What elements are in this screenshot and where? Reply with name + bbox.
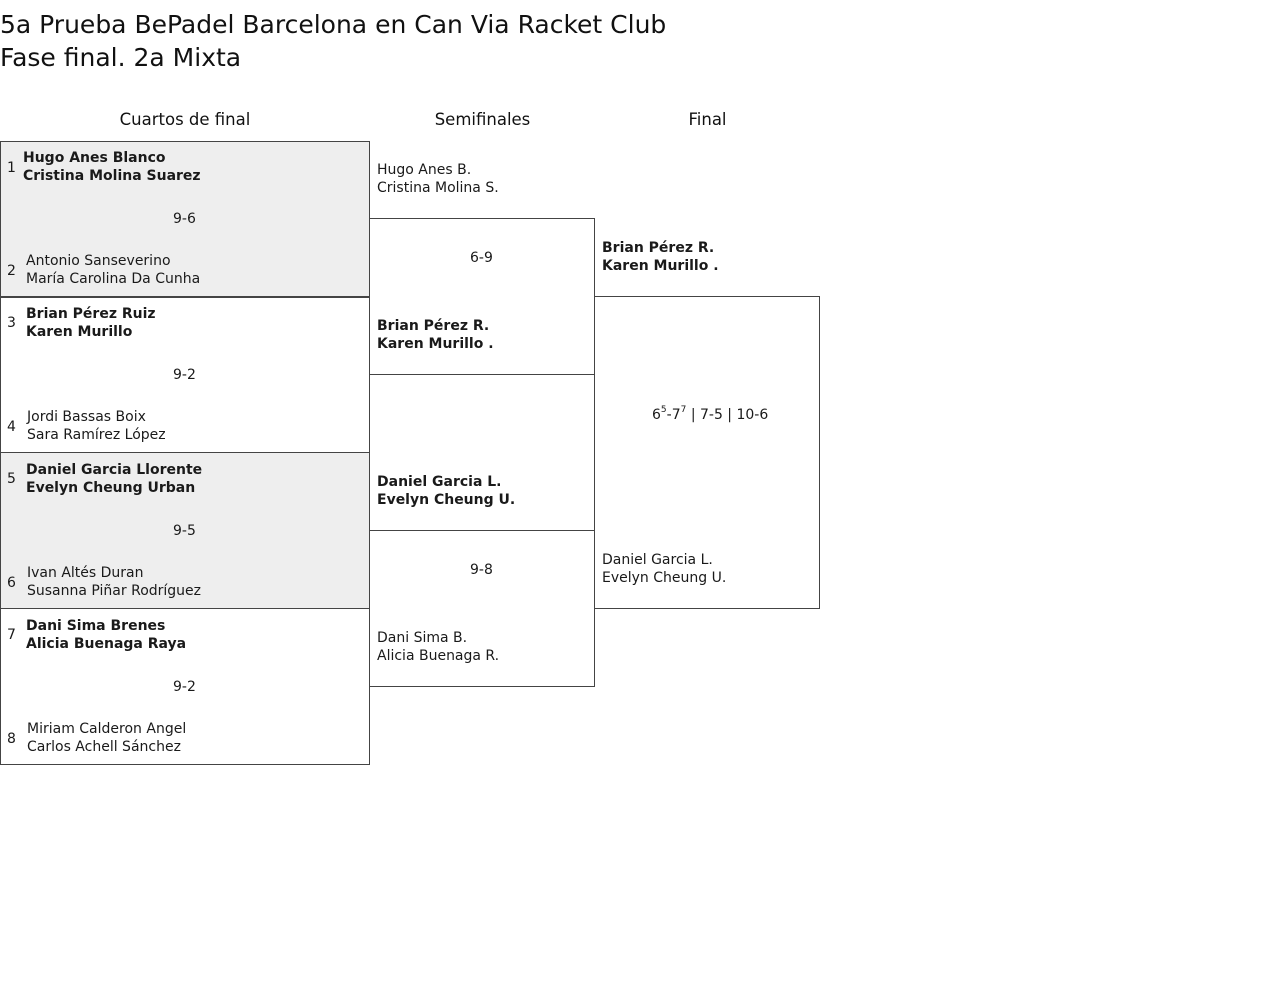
seed-number: 4 (7, 419, 16, 435)
team-entry-winner: Hugo Anes Blanco Cristina Molina Suarez (23, 149, 201, 185)
team-entry: Antonio Sanseverino María Carolina Da Cu… (26, 252, 200, 288)
team-entry-winner: Dani Sima Brenes Alicia Buenaga Raya (26, 617, 186, 653)
quarterfinal-match: 5 Daniel Garcia Llorente Evelyn Cheung U… (0, 452, 370, 609)
player-name: Antonio Sanseverino (26, 253, 171, 269)
player-name: Susanna Piñar Rodríguez (27, 583, 202, 599)
match-score: 9-8 (470, 562, 493, 578)
seed-number: 5 (7, 471, 16, 487)
match-score: 9-6 (173, 211, 196, 227)
tiebreak-score: 5 (660, 405, 667, 416)
team-entry-winner: Brian Pérez R. Karen Murillo . (377, 317, 494, 353)
player-name: Dani Sima Brenes (26, 618, 166, 634)
seed-number: 8 (7, 731, 16, 747)
player-name: Hugo Anes Blanco (23, 150, 166, 166)
seed-number: 3 (7, 315, 16, 331)
match-score: 6-9 (470, 250, 493, 266)
player-name: Miriam Calderon Angel (27, 721, 187, 737)
player-name: María Carolina Da Cunha (26, 271, 201, 287)
team-entry: Ivan Altés Duran Susanna Piñar Rodríguez (27, 564, 201, 600)
seed-number: 6 (7, 575, 16, 591)
team-entry-winner: Brian Pérez Ruiz Karen Murillo (26, 305, 156, 341)
team-entry: Dani Sima B. Alicia Buenaga R. (377, 629, 499, 665)
player-name: Dani Sima B. (377, 630, 468, 646)
team-entry-winner: Daniel Garcia Llorente Evelyn Cheung Urb… (26, 461, 202, 497)
player-name: Brian Pérez R. (602, 240, 715, 256)
quarterfinal-match: 1 Hugo Anes Blanco Cristina Molina Suare… (0, 141, 370, 298)
player-name: Karen Murillo . (377, 336, 494, 352)
column-header-quarterfinals: Cuartos de final (119, 110, 251, 129)
player-name: Alicia Buenaga R. (377, 648, 500, 664)
seed-number: 2 (7, 263, 16, 279)
set-score: 7 (671, 407, 681, 423)
player-name: Karen Murillo . (602, 258, 719, 274)
player-name: Carlos Achell Sánchez (27, 739, 181, 755)
team-entry: Miriam Calderon Angel Carlos Achell Sánc… (27, 720, 186, 756)
team-entry: Jordi Bassas Boix Sara Ramírez López (27, 408, 166, 444)
player-name: Daniel Garcia L. (377, 474, 502, 490)
player-name: Evelyn Cheung U. (602, 570, 727, 586)
team-entry-winner: Daniel Garcia L. Evelyn Cheung U. (377, 473, 515, 509)
player-name: Jordi Bassas Boix (27, 409, 146, 425)
team-entry-winner: Brian Pérez R. Karen Murillo . (602, 239, 719, 275)
final-score: 65-77 | 7-5 | 10-6 (652, 406, 768, 424)
team-entry: Daniel Garcia L. Evelyn Cheung U. (602, 551, 726, 587)
player-name: Brian Pérez Ruiz (26, 306, 156, 322)
phase-subtitle: Fase final. 2a Mixta (0, 43, 242, 72)
seed-number: 1 (7, 160, 16, 176)
player-name: Cristina Molina S. (377, 180, 499, 196)
column-header-final: Final (688, 110, 727, 129)
player-name: Sara Ramírez López (27, 427, 166, 443)
remaining-sets: | 7-5 | 10-6 (686, 407, 769, 423)
player-name: Cristina Molina Suarez (23, 168, 201, 184)
tournament-title: 5a Prueba BePadel Barcelona en Can Via R… (0, 10, 667, 39)
score-separator: - (666, 407, 672, 423)
column-header-semifinals: Semifinales (434, 110, 531, 129)
seed-number: 7 (7, 627, 16, 643)
set-score: 6 (652, 407, 661, 423)
tiebreak-score: 7 (680, 405, 687, 416)
player-name: Alicia Buenaga Raya (26, 636, 187, 652)
match-score: 9-2 (173, 679, 196, 695)
team-entry: Hugo Anes B. Cristina Molina S. (377, 161, 499, 197)
quarterfinal-match: 7 Dani Sima Brenes Alicia Buenaga Raya 9… (0, 608, 370, 765)
player-name: Evelyn Cheung Urban (26, 480, 196, 496)
player-name: Daniel Garcia Llorente (26, 462, 203, 478)
match-score: 9-5 (173, 523, 196, 539)
player-name: Ivan Altés Duran (27, 565, 144, 581)
player-name: Karen Murillo (26, 324, 133, 340)
player-name: Brian Pérez R. (377, 318, 490, 334)
player-name: Evelyn Cheung U. (377, 492, 516, 508)
final-bracket-line (594, 296, 820, 609)
player-name: Daniel Garcia L. (602, 552, 713, 568)
quarterfinal-match: 3 Brian Pérez Ruiz Karen Murillo 9-2 4 J… (0, 296, 370, 453)
match-score: 9-2 (173, 367, 196, 383)
player-name: Hugo Anes B. (377, 162, 472, 178)
